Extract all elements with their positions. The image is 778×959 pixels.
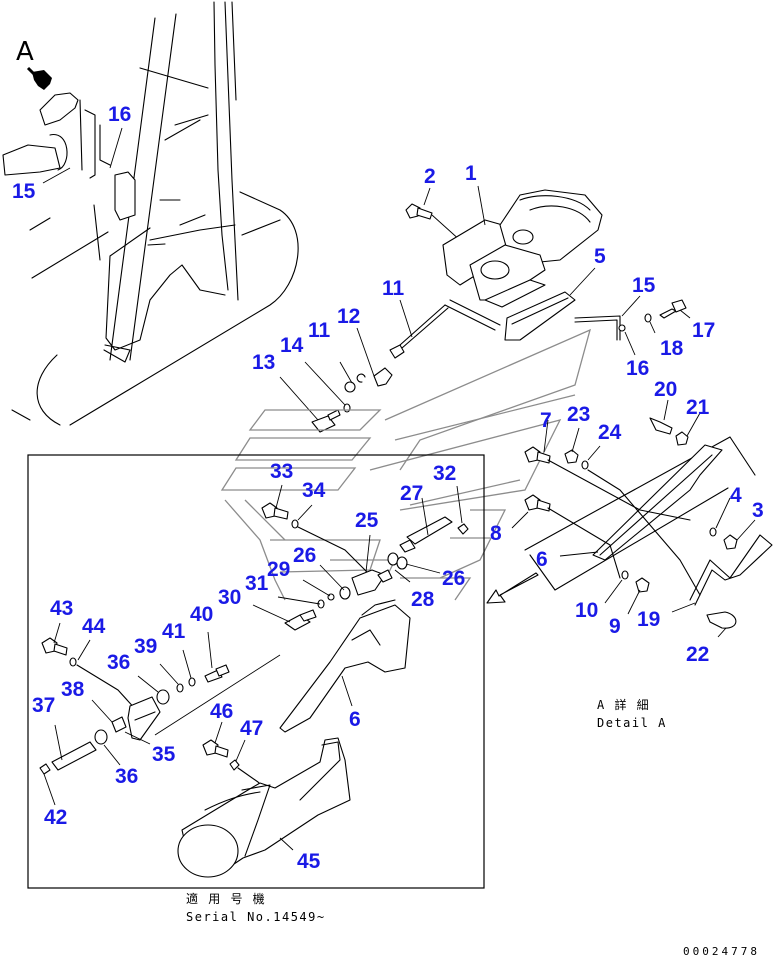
callout-16: 16	[108, 103, 131, 126]
callout-35: 35	[152, 743, 176, 766]
callout-32: 32	[433, 462, 456, 485]
callout-21: 21	[686, 396, 710, 419]
callout-43: 43	[50, 597, 73, 620]
callout-39: 39	[134, 635, 157, 658]
callout-34: 34	[302, 479, 326, 502]
callout-14: 14	[280, 334, 304, 357]
callout-36-lower: 36	[115, 765, 138, 788]
callout-3: 3	[752, 499, 764, 522]
detail-a-assembly: 20 21 7 23 24 4 3 8 6 10 9 19 22	[486, 378, 773, 666]
callout-26-right: 26	[442, 567, 465, 590]
callout-9: 9	[609, 615, 621, 638]
bolt-2	[405, 203, 433, 220]
callout-7: 7	[540, 409, 552, 432]
callout-41: 41	[162, 620, 186, 643]
callout-18: 18	[660, 337, 684, 360]
callout-5: 5	[594, 245, 606, 268]
callout-10: 10	[575, 599, 598, 622]
detail-caption-en: Detail A	[597, 716, 667, 730]
callout-37: 37	[32, 694, 55, 717]
view-letter-a: A	[16, 37, 34, 67]
direction-arrow-icon	[486, 572, 539, 604]
callout-44: 44	[82, 615, 106, 638]
callout-30: 30	[218, 586, 241, 609]
detail-caption-jp: A 詳 細	[597, 697, 650, 712]
callout-17: 17	[692, 319, 715, 342]
callout-11-bracket: 11	[308, 319, 331, 342]
view-direction-arrow-icon	[26, 66, 52, 90]
callout-42: 42	[44, 806, 67, 829]
callout-47: 47	[240, 717, 263, 740]
callout-8: 8	[490, 522, 502, 545]
callout-36-upper: 36	[107, 651, 130, 674]
callout-26-left: 26	[293, 544, 316, 567]
machine-overview: A 16	[2, 1, 299, 426]
callout-12: 12	[337, 305, 360, 328]
serial-caption-en: Serial No.14549~	[186, 910, 326, 924]
document-number: 00024778	[683, 945, 760, 958]
callout-27: 27	[400, 482, 423, 505]
control-box-assembly: 2 1 5 11 15 17 18 16	[252, 162, 715, 433]
callout-25: 25	[355, 509, 379, 532]
callout-24: 24	[598, 421, 622, 444]
callout-40: 40	[190, 603, 213, 626]
callout-1: 1	[465, 162, 477, 185]
callout-19: 19	[637, 608, 660, 631]
callout-33: 33	[270, 460, 293, 483]
captions: 適 用 号 機 Serial No.14549~ A 詳 細 Detail A …	[186, 697, 760, 958]
callout-13: 13	[252, 351, 275, 374]
callout-16-clip: 16	[626, 357, 649, 380]
callout-4: 4	[730, 484, 742, 507]
callout-31: 31	[245, 572, 269, 595]
callout-29: 29	[267, 558, 290, 581]
callout-38: 38	[61, 678, 85, 701]
callout-23: 23	[567, 403, 590, 426]
serial-caption-jp: 適 用 号 機	[186, 891, 266, 906]
callout-46: 46	[210, 700, 233, 723]
callout-22: 22	[686, 643, 709, 666]
callout-6-detail: 6	[536, 548, 548, 571]
callout-15: 15	[12, 180, 36, 203]
callout-2: 2	[424, 165, 436, 188]
inset-frame	[27, 454, 485, 889]
callout-20: 20	[654, 378, 677, 401]
callout-45: 45	[297, 850, 321, 873]
callout-28: 28	[411, 588, 435, 611]
callout-11-cable: 11	[382, 277, 405, 300]
serial-inset: 33 34 32 27 25 26 26 29 31 30 28 6	[27, 454, 485, 889]
callout-15-rod: 15	[632, 274, 656, 297]
callout-6-inset: 6	[349, 708, 361, 731]
